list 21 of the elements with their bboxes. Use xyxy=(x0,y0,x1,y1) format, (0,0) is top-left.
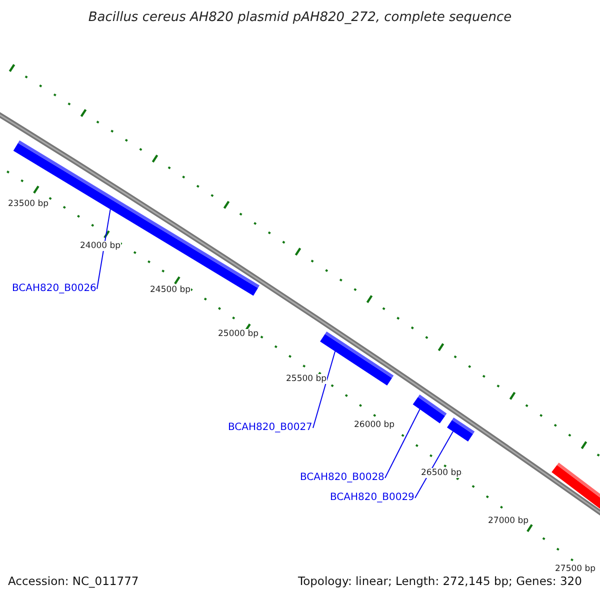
gene-feature-bar xyxy=(447,418,475,442)
position-label: 24500 bp xyxy=(150,285,191,295)
gene-feature-bar xyxy=(412,394,447,424)
gene-label: BCAH820_B0029 xyxy=(330,492,414,503)
position-label: 26000 bp xyxy=(354,420,395,430)
gene-label: BCAH820_B0026 xyxy=(12,283,96,294)
position-label: 23500 bp xyxy=(8,199,49,209)
position-label: 27500 bp xyxy=(555,564,596,574)
leader-line xyxy=(312,350,336,428)
footer-text: Accession: NC_011777 xyxy=(8,574,139,588)
position-label: 24000 bp xyxy=(80,241,121,251)
position-label: 27000 bp xyxy=(488,516,529,526)
gene-label: BCAH820_B0027 xyxy=(228,422,312,433)
position-label: 26500 bp xyxy=(421,468,462,478)
title: Bacillus cereus AH820 plasmid pAH820_272, complete sequence xyxy=(87,10,513,25)
position-label: 25000 bp xyxy=(218,329,259,339)
gene-label: BCAH820_B0028 xyxy=(300,472,384,483)
leader-line xyxy=(384,408,420,478)
leader-line xyxy=(96,208,111,290)
position-label: 25500 bp xyxy=(286,374,327,384)
footer-text: Topology: linear; Length: 272,145 bp; Genes: 320 xyxy=(298,574,582,588)
